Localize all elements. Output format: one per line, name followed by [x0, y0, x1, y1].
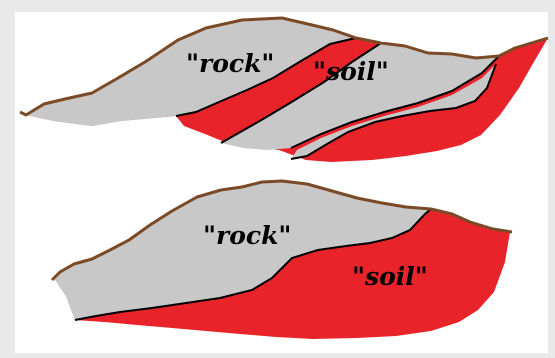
top-soil-label: "soil" — [313, 57, 389, 86]
top-rock-label: "rock" — [186, 49, 274, 78]
top-cross-section: "rock" "soil" — [20, 18, 548, 162]
bottom-soil-label: "soil" — [352, 262, 428, 291]
bottom-cross-section: "rock" "soil" — [52, 181, 512, 339]
bottom-rock-label: "rock" — [203, 221, 291, 250]
